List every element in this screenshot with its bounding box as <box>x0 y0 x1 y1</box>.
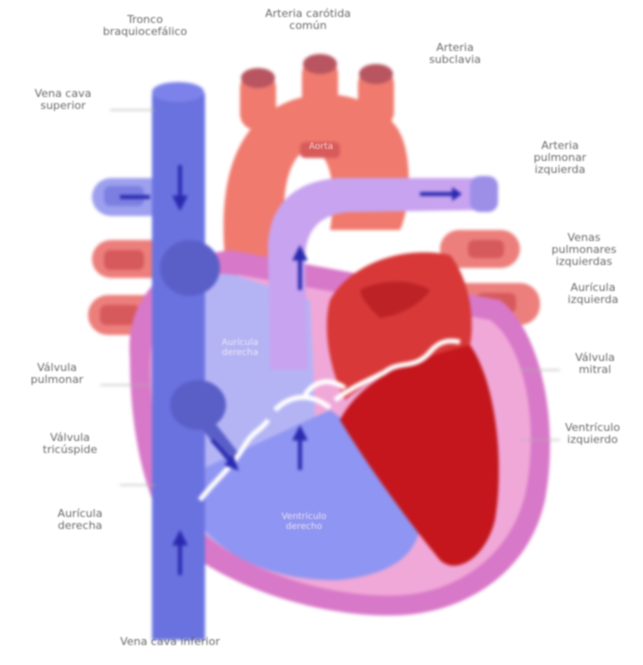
pulmonary-artery-end <box>470 176 498 212</box>
label-tronco: Tronco braquiocefálico <box>90 14 200 38</box>
label-auricula-izq: Aurícula izquierda <box>548 282 638 306</box>
inner-label-ventriculo: Ventrículo derecho <box>264 512 344 532</box>
label-venas-pulmonares: Venas pulmonares izquierdas <box>536 232 632 268</box>
inner-label-aorta: Aorta <box>298 142 344 152</box>
label-vena-cava-sup: Vena cava superior <box>18 88 108 112</box>
label-subclavia: Arteria subclavia <box>415 42 495 66</box>
label-valvula-tricuspide: Válvula tricúspide <box>20 432 120 456</box>
inner-label-auricula: Aurícula derecha <box>205 338 275 358</box>
label-auricula-der: Aurícula derecha <box>30 508 130 532</box>
label-ventriculo-izq: Ventrículo izquierdo <box>550 422 635 446</box>
label-vena-cava-inf: Vena cava inferior <box>90 636 250 648</box>
label-valvula-mitral: Válvula mitral <box>560 352 630 376</box>
label-arteria-pulmonar: Arteria pulmonar izquierda <box>510 140 610 176</box>
label-valvula-pulmonar: Válvula pulmonar <box>12 362 102 386</box>
label-carotida: Arteria carótida común <box>248 8 368 32</box>
